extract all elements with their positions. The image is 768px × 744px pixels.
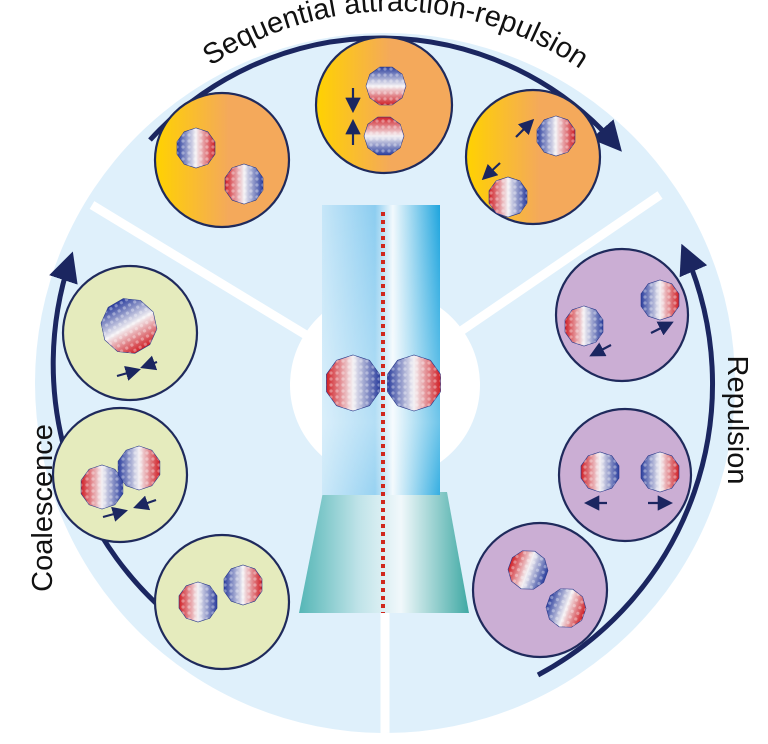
- panel-repulsion-1: [554, 247, 690, 383]
- panel-coalescence-1: [61, 264, 199, 402]
- left-arrow-icon: [140, 355, 158, 371]
- panels: [51, 35, 693, 671]
- droplet: [564, 305, 604, 347]
- right-arrow-icon: [102, 506, 128, 522]
- panel-sequential-3: [464, 88, 602, 226]
- droplet: [80, 464, 124, 510]
- droplet-merged: [100, 298, 158, 354]
- droplet: [545, 588, 587, 628]
- center-droplet-left: [326, 354, 380, 412]
- right-arrow-icon: [116, 365, 141, 381]
- droplet: [488, 176, 528, 218]
- panel-sequential-1: [153, 91, 291, 229]
- panel-coalescence-2: [51, 406, 189, 544]
- down-left-arrow-icon: [481, 162, 501, 181]
- droplet: [223, 564, 263, 606]
- droplet: [536, 115, 576, 157]
- droplet: [117, 445, 161, 491]
- down-left-arrow-icon: [589, 342, 612, 357]
- laser-cone: [299, 492, 469, 613]
- droplet: [640, 279, 680, 321]
- droplet: [178, 581, 218, 623]
- right-arrow: [536, 243, 716, 678]
- droplet: [640, 451, 680, 493]
- panel-coalescence-3: [153, 533, 291, 671]
- droplet: [224, 163, 264, 205]
- panel-sequential-2: [314, 35, 454, 175]
- droplet: [507, 550, 549, 590]
- center-droplet-right: [387, 354, 441, 412]
- up-right-arrow-icon: [515, 118, 535, 138]
- droplet: [176, 127, 216, 169]
- label-coalescence: Coalescence: [27, 424, 59, 592]
- droplet: [363, 116, 405, 156]
- left-arrow-icon: [133, 495, 157, 511]
- panel-repulsion-2: [557, 407, 693, 543]
- label-repulsion: Repulsion: [721, 356, 753, 485]
- up-right-arrow-icon: [650, 321, 674, 336]
- droplet: [580, 451, 620, 493]
- panel-repulsion-3: [471, 521, 609, 659]
- center-droplets: [326, 354, 441, 412]
- droplet: [365, 66, 407, 106]
